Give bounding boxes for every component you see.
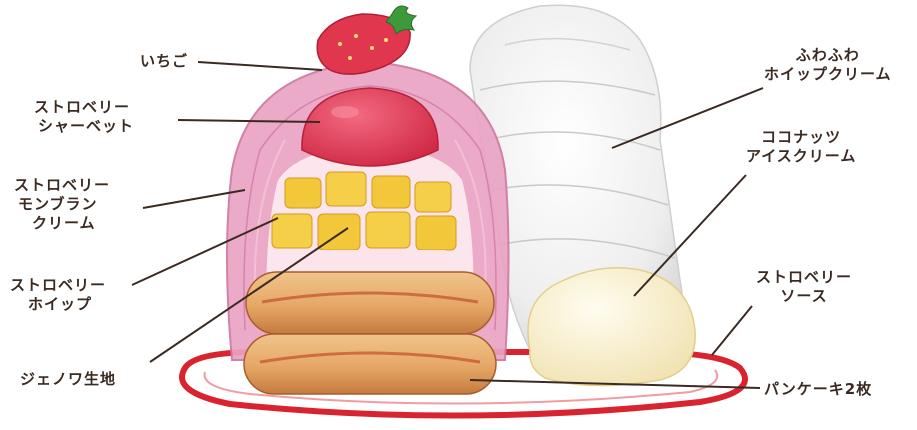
label-strawberry-montblanc-cream: ストロベリー モンブラン クリーム	[14, 176, 110, 233]
label-ichigo-text: いちご	[140, 52, 188, 70]
label-ichigo: いちご	[140, 52, 188, 71]
label-coconut-line1: ココナッツ	[746, 128, 856, 147]
label-coconut-ice-cream: ココナッツ アイスクリーム	[746, 128, 856, 166]
label-coconut-line2: アイスクリーム	[746, 147, 856, 166]
label-fuwafuwa-whipped-cream: ふわふわ ホイップクリーム	[764, 46, 892, 84]
label-whip-line1: ストロベリー	[10, 276, 106, 295]
label-fuwafuwa-line1: ふわふわ	[764, 46, 892, 65]
label-sauce-line2: ソース	[756, 287, 852, 306]
label-montblanc-line3: クリーム	[14, 214, 110, 233]
label-montblanc-line2: モンブラン	[14, 195, 110, 214]
label-sherbet-line2: シャーベット	[34, 117, 134, 136]
pancakes	[244, 272, 496, 394]
label-fuwafuwa-line2: ホイップクリーム	[764, 65, 892, 84]
label-strawberry-whip: ストロベリー ホイップ	[10, 276, 106, 314]
label-strawberry-sauce: ストロベリー ソース	[756, 268, 852, 306]
leader-sauce	[712, 306, 752, 355]
label-pancake: パンケーキ2枚	[764, 380, 872, 399]
label-genoise-text: ジェノワ生地	[20, 370, 116, 388]
label-whip-line2: ホイップ	[10, 295, 106, 314]
label-pancake-text: パンケーキ2枚	[764, 380, 872, 398]
label-genoise: ジェノワ生地	[20, 370, 116, 389]
ice-cream-scoop	[528, 268, 695, 386]
strawberry-fruit	[317, 6, 416, 74]
leader-ichigo	[198, 62, 322, 70]
label-sherbet-line1: ストロベリー	[34, 98, 134, 117]
label-strawberry-sherbet: ストロベリー シャーベット	[34, 98, 134, 136]
label-sauce-line1: ストロベリー	[756, 268, 852, 287]
label-montblanc-line1: ストロベリー	[14, 176, 110, 195]
